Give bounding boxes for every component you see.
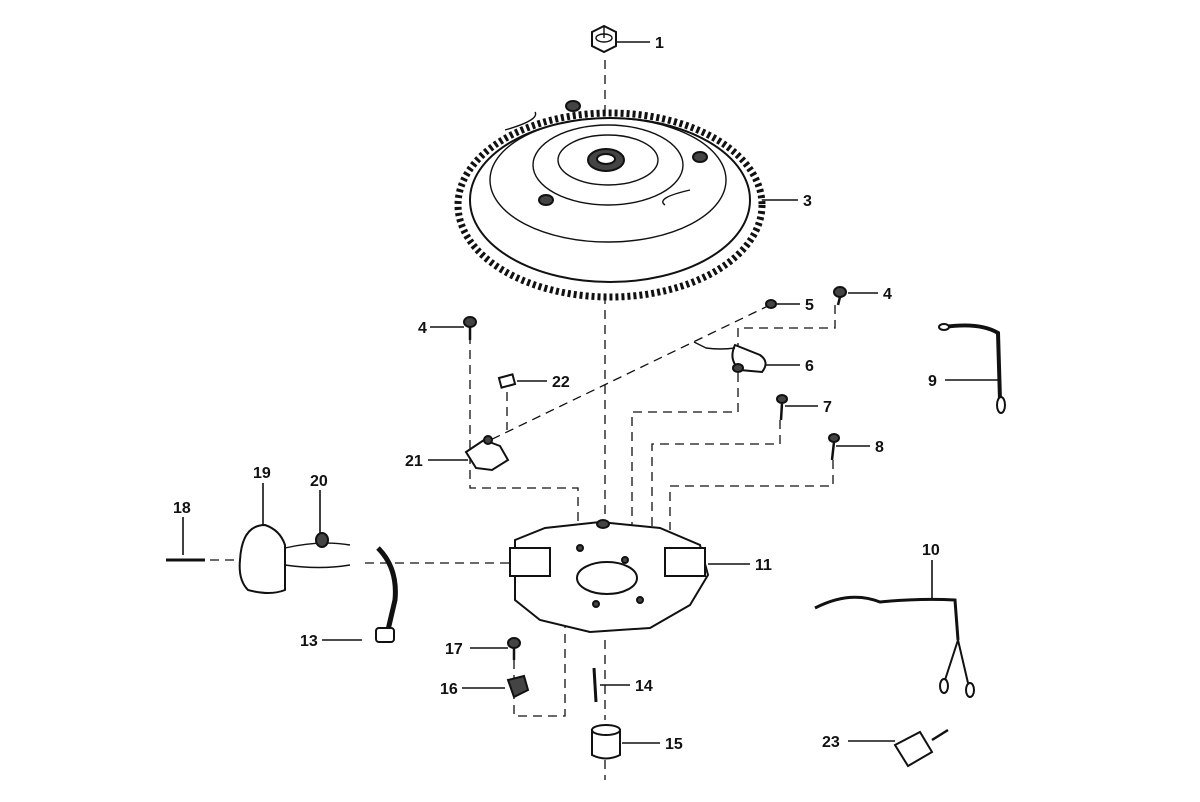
felt-wick-part bbox=[497, 373, 517, 389]
small-screw-part bbox=[765, 299, 777, 309]
part-label-14: 14 bbox=[635, 678, 653, 695]
part-label-21: 21 bbox=[405, 453, 423, 470]
part-label-3: 3 bbox=[803, 193, 812, 210]
bushing-part bbox=[591, 724, 621, 760]
part-label-19: 19 bbox=[253, 465, 271, 482]
breaker-point-part bbox=[464, 435, 510, 472]
part-label-11: 11 bbox=[755, 557, 772, 574]
screw-part-right bbox=[833, 286, 847, 306]
screw-part-17 bbox=[507, 637, 521, 660]
part-label-4b: 4 bbox=[883, 286, 892, 303]
part-label-16: 16 bbox=[440, 681, 458, 698]
part-label-13: 13 bbox=[300, 633, 318, 650]
screw-part-7 bbox=[776, 394, 788, 421]
pin-part bbox=[592, 667, 598, 703]
part-label-7: 7 bbox=[823, 399, 832, 416]
part-label-15: 15 bbox=[665, 736, 683, 753]
condenser-part bbox=[693, 341, 767, 374]
clip-part bbox=[506, 674, 530, 699]
part-label-5: 5 bbox=[805, 297, 814, 314]
screw-part-left bbox=[463, 316, 477, 340]
wire-clip-part bbox=[315, 532, 329, 548]
screw-part-8 bbox=[828, 433, 840, 461]
part-label-6: 6 bbox=[805, 358, 814, 375]
wire-harness-part bbox=[814, 595, 975, 698]
leader-lines bbox=[182, 41, 1000, 744]
part-label-17: 17 bbox=[445, 641, 463, 658]
ignition-coil-part bbox=[238, 523, 351, 594]
part-label-9: 9 bbox=[928, 373, 937, 390]
assembly-guide-lines bbox=[210, 60, 836, 780]
part-label-10: 10 bbox=[922, 542, 940, 559]
part-label-18: 18 bbox=[173, 500, 191, 517]
connector-part bbox=[893, 728, 949, 768]
part-label-20: 20 bbox=[310, 473, 328, 490]
flywheel-part bbox=[454, 100, 766, 301]
part-label-1: 1 bbox=[655, 35, 664, 52]
stator-plate-part bbox=[509, 519, 710, 634]
part-label-4a: 4 bbox=[418, 320, 427, 337]
spark-plug-lead-part bbox=[375, 546, 398, 643]
wire-lead-part bbox=[938, 323, 1006, 414]
hex-nut-part bbox=[591, 24, 617, 54]
part-label-8: 8 bbox=[875, 439, 884, 456]
part-labels: 1 3 4 4 5 6 7 8 9 10 11 13 14 15 16 17 1… bbox=[173, 35, 940, 753]
part-label-23: 23 bbox=[822, 734, 840, 751]
part-label-22: 22 bbox=[552, 374, 570, 391]
